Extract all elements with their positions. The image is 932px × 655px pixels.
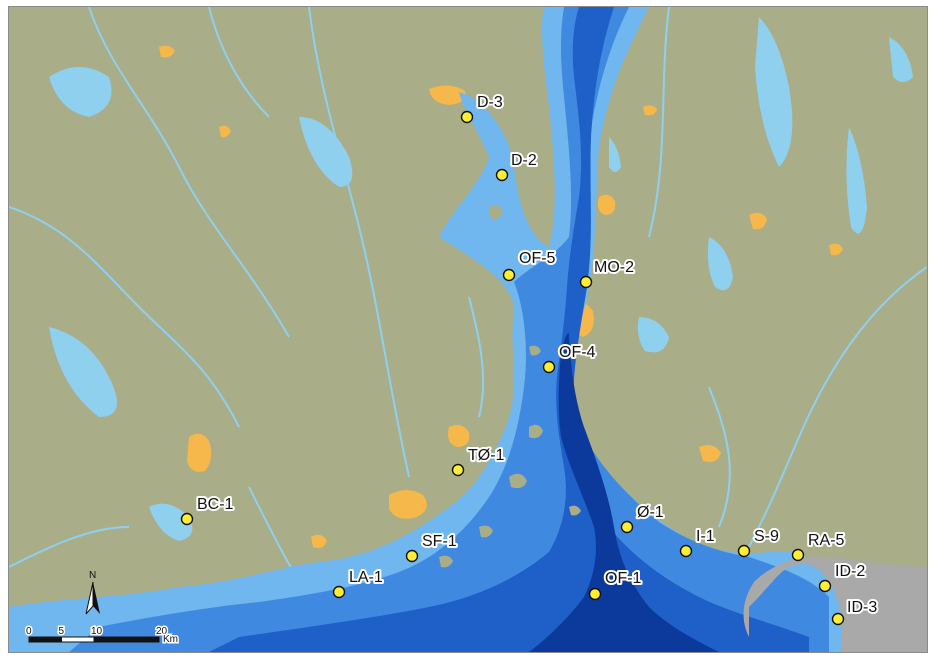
urban-areas [159, 45, 843, 549]
station-label-id2: ID-2 [835, 563, 865, 580]
station-label-of5: OF-5 [519, 250, 556, 267]
scale-bar-tick-label: 0 [26, 626, 32, 637]
station-label-sf1: SF-1 [422, 533, 457, 550]
station-label-ra5: RA-5 [808, 532, 845, 549]
north-arrow-icon [85, 581, 100, 615]
neighbouring-territory [743, 556, 927, 652]
station-marker-i1[interactable] [679, 544, 693, 558]
station-marker-id2[interactable] [818, 579, 832, 593]
station-marker-s9[interactable] [737, 544, 751, 558]
rivers [9, 7, 927, 598]
station-label-id3: ID-3 [847, 599, 877, 616]
scale-bar-tick-label: 20 [156, 626, 168, 637]
scale-bar-segment [28, 636, 62, 643]
station-label-d2: D-2 [511, 152, 537, 169]
scale-bar-tick-label: 10 [91, 626, 103, 637]
station-label-i1: I-1 [696, 528, 715, 545]
station-marker-bc1[interactable] [180, 512, 194, 526]
station-marker-mo2[interactable] [579, 275, 593, 289]
station-layer: D-3D-2OF-5MO-2OF-4TØ-1BC-1 Ø-1SF-1 I-1 S-9 R… [180, 92, 879, 626]
station-marker-of1[interactable] [588, 587, 602, 601]
scale-bar-unit: Km [163, 634, 178, 645]
scale-bar-segment [61, 636, 95, 643]
north-arrow-label: N [89, 570, 96, 581]
station-marker-la1[interactable] [332, 585, 346, 599]
station-label-la1: LA-1 [349, 569, 383, 586]
station-marker-sf1[interactable] [405, 549, 419, 563]
scale-bar-tick-label: 5 [59, 626, 65, 637]
north-arrow: N [85, 570, 100, 615]
station-marker-o1[interactable] [620, 520, 634, 534]
map-canvas[interactable]: D-3D-2OF-5MO-2OF-4TØ-1BC-1 Ø-1SF-1 I-1 S-9 R… [9, 7, 927, 652]
station-label-o1: Ø-1 [637, 504, 664, 521]
station-label-mo2: MO-2 [594, 259, 634, 276]
station-marker-of4[interactable] [542, 360, 556, 374]
station-marker-d2[interactable] [495, 168, 509, 182]
islands [439, 205, 681, 568]
station-label-of4: OF-4 [559, 344, 596, 361]
station-label-d3: D-3 [477, 94, 503, 111]
station-label-s9: S-9 [754, 528, 779, 545]
station-marker-of5[interactable] [502, 268, 516, 282]
station-marker-id3[interactable] [831, 612, 845, 626]
station-label-to1: TØ-1 [468, 447, 505, 464]
station-label-bc1: BC-1 [197, 496, 234, 513]
station-marker-to1[interactable] [451, 463, 465, 477]
station-label-of1: OF-1 [605, 570, 642, 587]
scale-bar-segment [93, 636, 160, 643]
station-marker-ra5[interactable] [791, 548, 805, 562]
lakes [49, 17, 913, 541]
station-marker-d3[interactable] [460, 110, 474, 124]
